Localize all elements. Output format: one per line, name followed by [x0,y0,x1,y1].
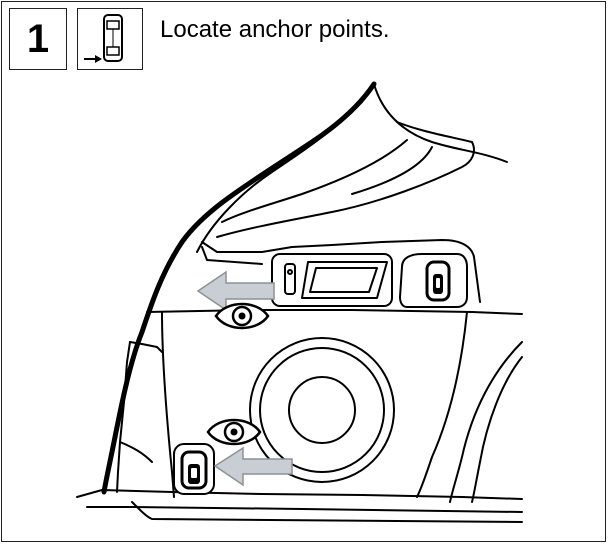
car-rear-view-icon [77,8,143,70]
anchor-point-icon [425,260,451,302]
arrow-left-icon [213,446,293,487]
step-header: 1 Locate anchor points. [2,2,605,75]
step-instruction: Locate anchor points. [160,16,390,43]
eye-icon [214,302,270,330]
step-number: 1 [26,16,50,61]
step-number-box: 1 [9,8,67,70]
eye-icon [206,418,262,446]
anchor-point-icon [173,443,215,495]
